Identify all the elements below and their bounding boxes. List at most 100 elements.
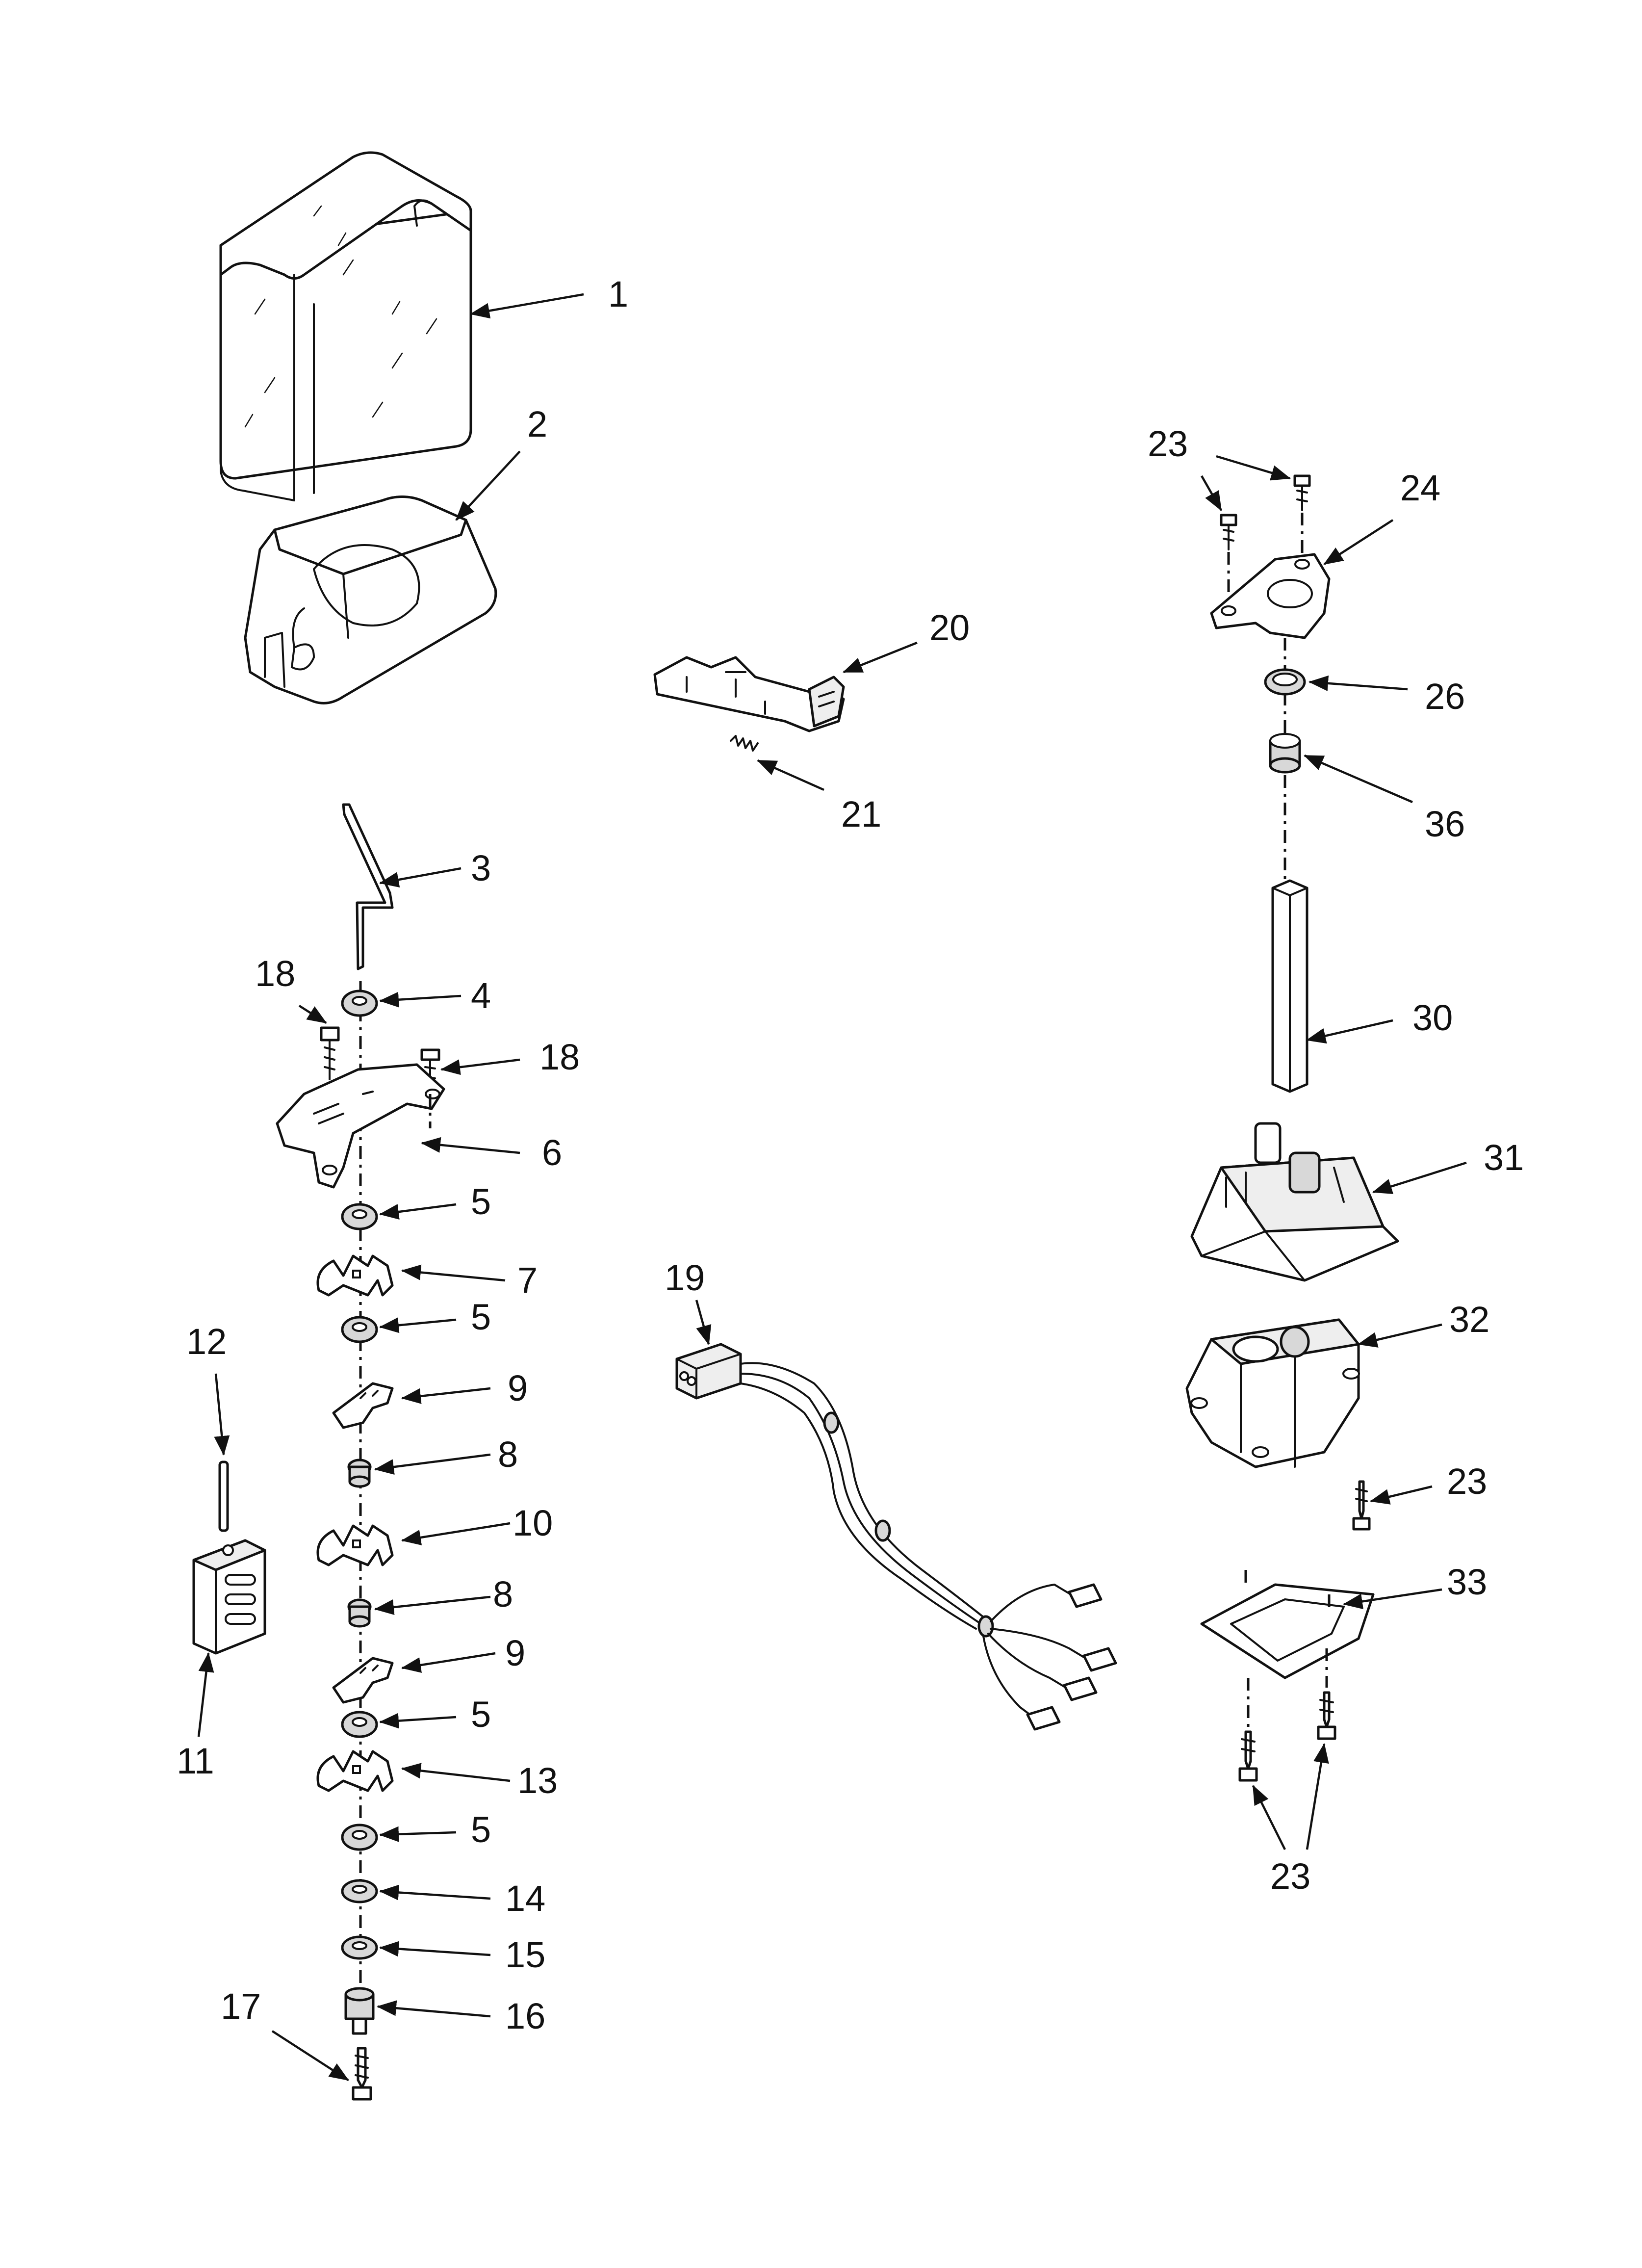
- callout-12: 12: [186, 1321, 227, 1362]
- callout-23c: 23: [1447, 1461, 1487, 1502]
- part-4-bearing: [341, 990, 378, 1017]
- leader-23c: [1370, 1485, 1433, 1505]
- part-23-screw-bottom-right: [1317, 1648, 1336, 1740]
- part-24-bearing-plate: [1210, 553, 1331, 639]
- leader-24: [1323, 519, 1394, 565]
- part-9-lever-a: [332, 1382, 394, 1429]
- callout-3: 3: [471, 848, 491, 888]
- callout-20: 20: [929, 607, 970, 648]
- callout-26: 26: [1425, 676, 1465, 717]
- callout-8b: 8: [493, 1574, 513, 1615]
- leader-18a: [298, 1005, 327, 1024]
- leader-23b: [1216, 455, 1291, 481]
- callout-18a: 18: [255, 953, 295, 994]
- callout-6: 6: [542, 1132, 562, 1173]
- leader-7: [401, 1264, 506, 1282]
- part-10-cam: [316, 1524, 394, 1566]
- part-17-screw: [352, 2047, 372, 2101]
- leader-32: [1358, 1323, 1442, 1348]
- leader-1: [470, 293, 584, 319]
- leader-23a: [1201, 475, 1222, 511]
- leader-lines: [197, 293, 1467, 2081]
- callout-31: 31: [1484, 1137, 1524, 1178]
- part-33-gasket: [1200, 1570, 1375, 1679]
- leader-14: [379, 1884, 491, 1901]
- callout-19: 19: [665, 1257, 705, 1298]
- part-8-bushing-a: [347, 1459, 372, 1488]
- leader-3: [379, 867, 462, 887]
- leader-5b: [379, 1317, 457, 1333]
- callout-1: 1: [608, 274, 628, 314]
- leader-36: [1304, 754, 1413, 804]
- callout-18b: 18: [539, 1037, 580, 1077]
- leader-6: [421, 1137, 520, 1154]
- callout-5b: 5: [471, 1297, 491, 1337]
- callout-8a: 8: [498, 1434, 518, 1475]
- leader-5c: [379, 1713, 457, 1729]
- callout-23a: 23: [1148, 423, 1188, 464]
- part-15-washer: [341, 1935, 378, 1960]
- part-7-cam: [316, 1254, 394, 1297]
- callout-23d: 23: [1270, 1856, 1310, 1897]
- part-23-screw-top-right: [1293, 474, 1311, 511]
- callout-numbers: 1 2 3 4 18 18 6 5 7 5 9 8 10 8 9 5 13 5 …: [177, 274, 1524, 2036]
- part-12-pin: [218, 1460, 229, 1532]
- callout-5c: 5: [471, 1694, 491, 1735]
- part-30-auger-shaft: [1271, 879, 1308, 1093]
- callout-24: 24: [1400, 468, 1440, 508]
- callout-10: 10: [513, 1503, 553, 1543]
- part-3-bail-rod: [342, 803, 394, 970]
- leader-31: [1372, 1161, 1467, 1194]
- callout-14: 14: [505, 1878, 545, 1919]
- part-14-washer: [341, 1879, 378, 1903]
- leader-2: [455, 450, 521, 521]
- callout-36: 36: [1425, 804, 1465, 844]
- leader-15: [379, 1941, 491, 1957]
- leader-4: [379, 991, 462, 1008]
- leader-23e: [1306, 1743, 1329, 1850]
- part-6-mounting-plate: [276, 1063, 445, 1189]
- leader-8b: [374, 1595, 491, 1615]
- part-5-washer-d: [341, 1824, 378, 1851]
- part-23-screw-motor: [1352, 1480, 1371, 1531]
- part-23-screw-bottom-left: [1238, 1678, 1258, 1782]
- leader-9a: [401, 1387, 491, 1404]
- leader-5d: [379, 1826, 457, 1842]
- part-11-block: [192, 1539, 266, 1655]
- leader-5a: [379, 1203, 457, 1220]
- leader-18b: [440, 1058, 520, 1075]
- part-20-switch-bracket: [653, 656, 845, 732]
- leader-26: [1308, 675, 1408, 691]
- callout-5a: 5: [471, 1181, 491, 1222]
- part-31-motor-cover: [1190, 1122, 1399, 1282]
- part-5-washer-c: [341, 1711, 378, 1738]
- leader-17: [271, 2030, 349, 2081]
- callout-30: 30: [1412, 997, 1453, 1038]
- part-36-bushing: [1269, 733, 1301, 774]
- leader-16: [377, 2000, 491, 2018]
- callout-32: 32: [1449, 1299, 1489, 1340]
- part-23-screw-top-left: [1220, 514, 1237, 550]
- callout-7: 7: [517, 1260, 538, 1301]
- callout-9a: 9: [508, 1368, 528, 1408]
- leader-8a: [374, 1453, 491, 1475]
- callout-4: 4: [471, 975, 491, 1016]
- callout-16: 16: [505, 1996, 545, 2036]
- part-5-washer-b: [341, 1316, 378, 1343]
- part-16-coupler: [344, 1987, 375, 2035]
- leader-13: [401, 1763, 511, 1782]
- leader-11: [197, 1652, 214, 1737]
- callout-21: 21: [841, 794, 881, 834]
- part-8-bushing-b: [347, 1598, 372, 1628]
- leader-9b: [401, 1652, 496, 1673]
- part-2-container-base: [244, 495, 497, 704]
- part-5-washer-a: [341, 1203, 378, 1230]
- part-32-gear-motor: [1185, 1318, 1360, 1468]
- part-19-wire-harness: [675, 1343, 1117, 1731]
- leader-23d: [1252, 1785, 1286, 1851]
- leader-33: [1343, 1588, 1442, 1610]
- callout-2: 2: [527, 404, 547, 444]
- part-18-screw-left: [320, 1026, 340, 1080]
- part-26-seal: [1264, 668, 1306, 696]
